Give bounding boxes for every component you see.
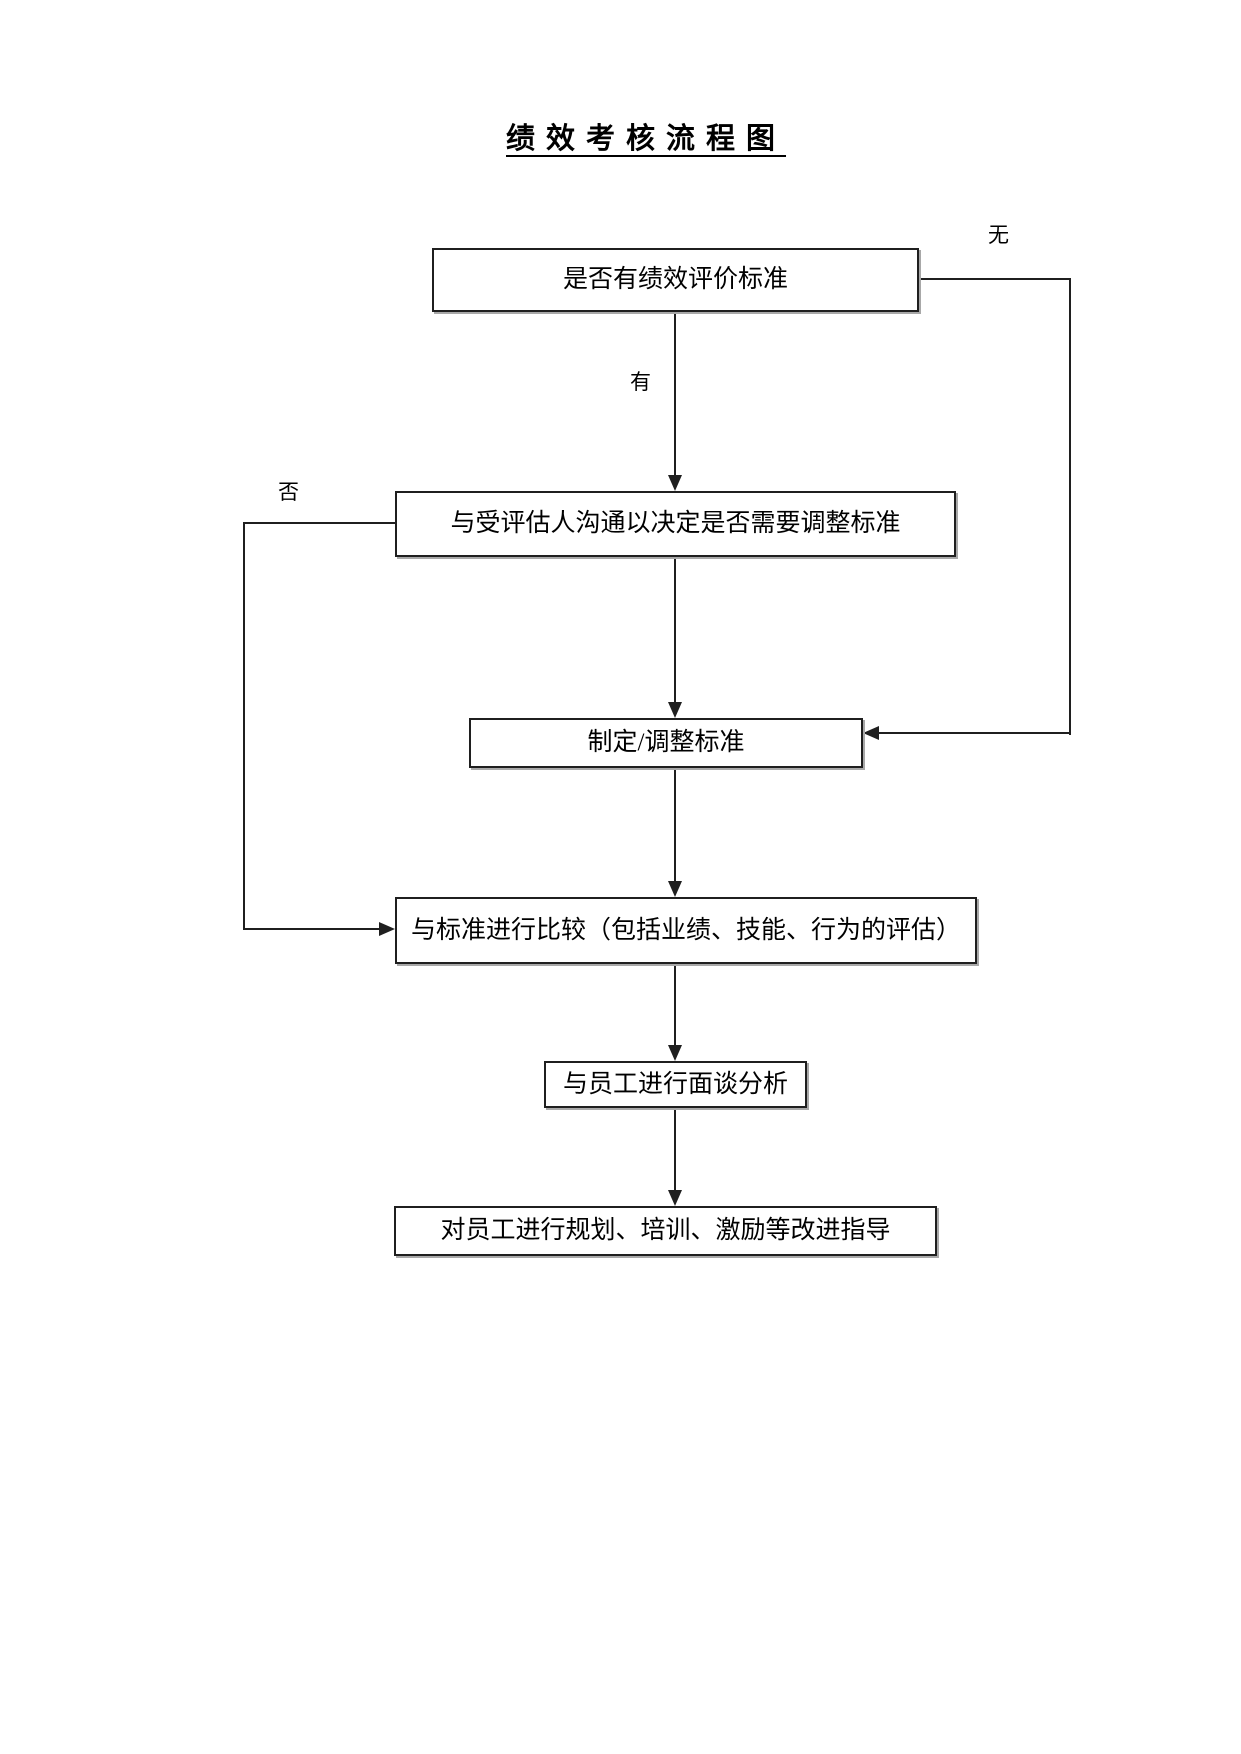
connector-check-to-communicate xyxy=(674,312,676,477)
flow-node-interview-analysis: 与员工进行面谈分析 xyxy=(544,1061,807,1108)
flow-node-compare-standard: 与标准进行比较（包括业绩、技能、行为的评估） xyxy=(395,897,977,964)
connector-interview-to-guidance xyxy=(674,1108,676,1192)
connector-no-branch-side xyxy=(243,522,245,930)
page-title: 绩效考核流程图 xyxy=(506,123,787,155)
arrowhead-compare-to-interview xyxy=(668,1045,682,1061)
connector-no-branch-bottom xyxy=(243,928,381,930)
edge-label-none: 无 xyxy=(986,223,1011,247)
arrowhead-make-adjust-to-compare xyxy=(668,881,682,897)
connector-compare-to-interview xyxy=(674,964,676,1047)
arrowhead-none-to-make-adjust xyxy=(863,726,879,740)
connector-none-branch-top xyxy=(919,278,1071,280)
flow-node-improvement-guidance: 对员工进行规划、培训、激励等改进指导 xyxy=(394,1206,937,1256)
arrowhead-communicate-to-make-adjust xyxy=(668,702,682,718)
connector-communicate-to-make-adjust xyxy=(674,557,676,704)
arrowhead-no-to-compare xyxy=(379,922,395,936)
arrowhead-interview-to-guidance xyxy=(668,1190,682,1206)
arrowhead-check-to-communicate xyxy=(668,475,682,491)
flow-node-communicate-adjust: 与受评估人沟通以决定是否需要调整标准 xyxy=(395,491,956,557)
connector-no-branch-top xyxy=(243,522,395,524)
connector-make-adjust-to-compare xyxy=(674,768,676,883)
edge-label-has: 有 xyxy=(628,370,653,394)
connector-none-branch-side xyxy=(1069,278,1071,735)
flow-node-make-adjust-standard: 制定/调整标准 xyxy=(469,718,863,768)
connector-none-branch-bottom xyxy=(879,732,1071,734)
edge-label-no: 否 xyxy=(276,480,301,504)
flow-node-check-standard: 是否有绩效评价标准 xyxy=(432,248,919,312)
